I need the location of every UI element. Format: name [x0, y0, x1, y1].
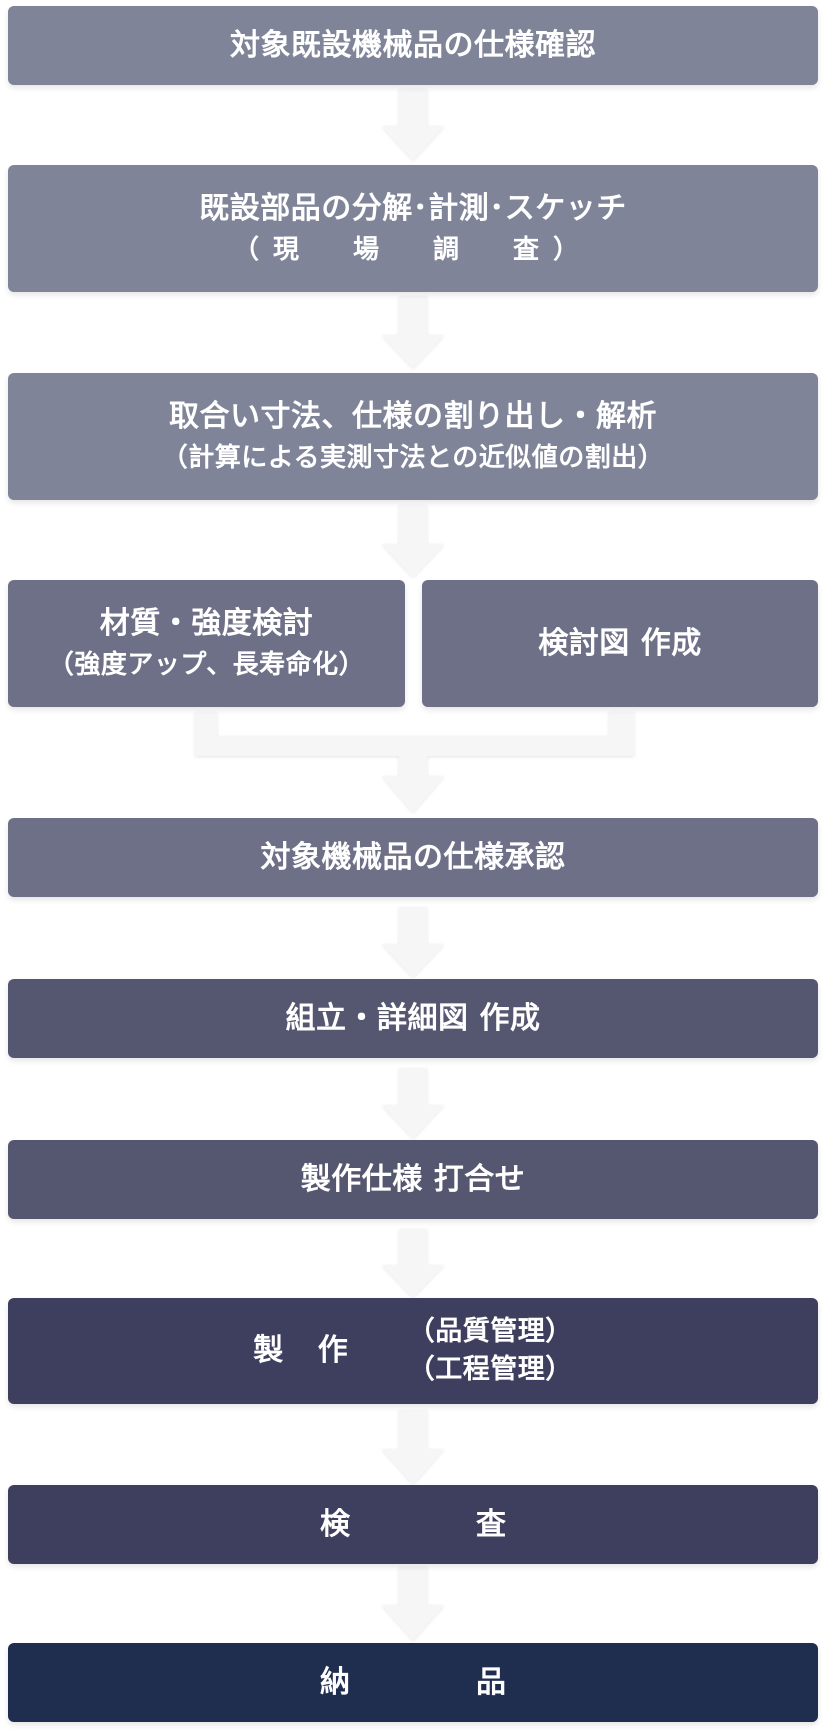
arrow-down-icon — [382, 907, 444, 977]
step-6-label: 組立・詳細図 作成 — [285, 1000, 541, 1036]
step-4b-box: 検討図 作成 — [422, 580, 818, 707]
step-9-box: 検 査 — [8, 1485, 818, 1564]
step-4a-label: 材質・強度検討 — [99, 606, 314, 642]
step-4a-box: 材質・強度検討 （強度アップ、長寿命化） — [8, 580, 405, 707]
step-10-box: 納 品 — [8, 1643, 818, 1722]
step-1-label: 対象既設機械品の仕様確認 — [230, 27, 596, 63]
step-8-sublabel-schedule: （工程管理） — [407, 1354, 573, 1385]
step-4a-sublabel: （強度アップ、長寿命化） — [47, 649, 366, 680]
step-8-sublabel-quality: （品質管理） — [407, 1315, 573, 1347]
step-2-label: 既設部品の分解･計測･スケッチ — [199, 191, 627, 227]
step-2-sublabel: （現 場 調 査） — [232, 234, 593, 265]
arrow-down-icon — [382, 1229, 444, 1297]
step-1-box: 対象既設機械品の仕様確認 — [8, 6, 818, 85]
arrow-down-icon — [382, 89, 444, 160]
arrow-down-icon — [382, 1068, 444, 1138]
merge-connector-icon — [195, 712, 634, 812]
arrow-down-icon — [382, 296, 444, 368]
step-5-box: 対象機械品の仕様承認 — [8, 818, 818, 897]
step-8-sublabels: （品質管理） （工程管理） — [408, 1313, 573, 1390]
step-7-label: 製作仕様 打合せ — [300, 1161, 526, 1197]
step-6-box: 組立・詳細図 作成 — [8, 979, 818, 1058]
step-7-box: 製作仕様 打合せ — [8, 1140, 818, 1219]
step-8-label: 製 作 — [253, 1333, 360, 1369]
step-10-label: 納 品 — [320, 1664, 554, 1700]
step-2-box: 既設部品の分解･計測･スケッチ （現 場 調 査） — [8, 165, 818, 292]
step-3-box: 取合い寸法、仕様の割り出し・解析 （計算による実測寸法との近似値の割出） — [8, 373, 818, 500]
step-9-label: 検 査 — [320, 1506, 554, 1542]
step-3-sublabel: （計算による実測寸法との近似値の割出） — [161, 442, 665, 473]
step-8-box: 製 作 （品質管理） （工程管理） — [8, 1298, 818, 1404]
arrow-down-icon — [382, 505, 444, 577]
step-4b-label: 検討図 作成 — [538, 625, 702, 661]
arrow-down-icon — [382, 1410, 444, 1484]
step-3-label: 取合い寸法、仕様の割り出し・解析 — [169, 399, 657, 435]
step-5-label: 対象機械品の仕様承認 — [260, 839, 566, 875]
arrow-down-icon — [382, 1567, 444, 1640]
